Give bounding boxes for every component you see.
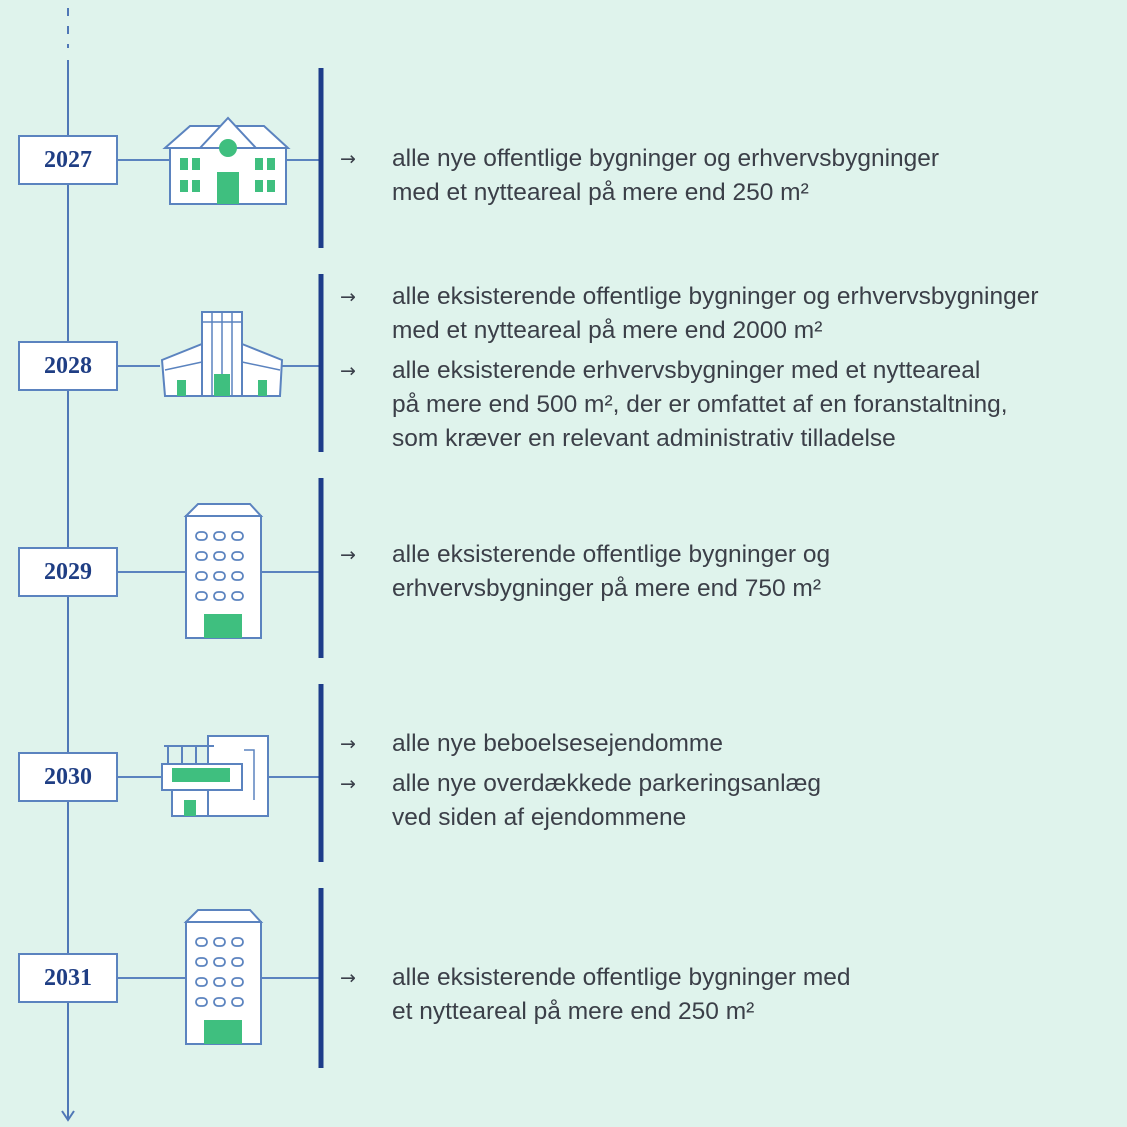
item-line: alle eksisterende erhvervsbygninger med … bbox=[392, 357, 981, 384]
arrow-right-icon: → bbox=[340, 967, 356, 989]
item-text: alle eksisterende offentlige bygninger o… bbox=[392, 538, 830, 606]
item-line: et nytteareal på mere end 250 m² bbox=[392, 998, 755, 1025]
milestone-2030-item-1: → alle nye beboelsesejendomme bbox=[340, 727, 723, 761]
item-line: på mere end 500 m², der er omfattet af e… bbox=[392, 391, 1008, 418]
item-text: alle eksisterende offentlige bygninger o… bbox=[392, 280, 1039, 348]
year-label: 2027 bbox=[44, 146, 92, 173]
milestone-2027-item-1: → alle nye offentlige bygninger og erhve… bbox=[340, 142, 939, 210]
commercial-building-icon bbox=[160, 311, 284, 397]
milestone-2028-item-1: → alle eksisterende offentlige bygninger… bbox=[340, 280, 1039, 348]
year-box-2028: 2028 bbox=[18, 341, 118, 391]
arrow-right-icon: → bbox=[340, 286, 356, 308]
year-label: 2030 bbox=[44, 763, 92, 790]
item-line: alle nye beboelsesejendomme bbox=[392, 730, 723, 757]
year-box-2031: 2031 bbox=[18, 953, 118, 1003]
item-text: alle nye overdækkede parkeringsanlæg ved… bbox=[392, 767, 821, 835]
arrow-right-icon: → bbox=[340, 148, 356, 170]
office-tower-icon-2029 bbox=[183, 503, 264, 639]
milestone-2029-item-1: → alle eksisterende offentlige bygninger… bbox=[340, 538, 830, 606]
item-line: alle eksisterende offentlige bygninger o… bbox=[392, 541, 831, 568]
item-line: ved siden af ejendommene bbox=[392, 804, 687, 831]
milestone-2030-item-2: → alle nye overdækkede parkeringsanlæg v… bbox=[340, 767, 821, 835]
item-text: alle eksisterende offentlige bygninger m… bbox=[392, 961, 851, 1029]
arrow-right-icon: → bbox=[340, 733, 356, 755]
item-line: alle nye offentlige bygninger og erhverv… bbox=[392, 145, 940, 172]
item-line: med et nytteareal på mere end 2000 m² bbox=[392, 317, 823, 344]
year-label: 2029 bbox=[44, 558, 92, 585]
item-text: alle eksisterende erhvervsbygninger med … bbox=[392, 354, 1008, 456]
item-text: alle nye offentlige bygninger og erhverv… bbox=[392, 142, 939, 210]
item-line: erhvervsbygninger på mere end 750 m² bbox=[392, 575, 821, 602]
item-line: alle eksisterende offentlige bygninger m… bbox=[392, 964, 851, 991]
item-line: alle eksisterende offentlige bygninger o… bbox=[392, 283, 1039, 310]
public-building-icon bbox=[162, 116, 291, 205]
year-box-2029: 2029 bbox=[18, 547, 118, 597]
year-label: 2028 bbox=[44, 352, 92, 379]
milestone-2028-item-2: → alle eksisterende erhvervsbygninger me… bbox=[340, 354, 1008, 456]
office-tower-icon-2031 bbox=[183, 909, 264, 1045]
timeline-arrowhead-icon bbox=[61, 1110, 75, 1122]
arrow-right-icon: → bbox=[340, 360, 356, 382]
item-line: med et nytteareal på mere end 250 m² bbox=[392, 179, 809, 206]
residential-house-icon bbox=[161, 735, 269, 817]
year-box-2030: 2030 bbox=[18, 752, 118, 802]
year-label: 2031 bbox=[44, 964, 92, 991]
arrow-right-icon: → bbox=[340, 544, 356, 566]
milestone-2031-item-1: → alle eksisterende offentlige bygninger… bbox=[340, 961, 851, 1029]
arrow-right-icon: → bbox=[340, 773, 356, 795]
item-text: alle nye beboelsesejendomme bbox=[392, 727, 723, 761]
item-line: som kræver en relevant administrativ til… bbox=[392, 425, 896, 452]
year-box-2027: 2027 bbox=[18, 135, 118, 185]
item-line: alle nye overdækkede parkeringsanlæg bbox=[392, 770, 822, 797]
